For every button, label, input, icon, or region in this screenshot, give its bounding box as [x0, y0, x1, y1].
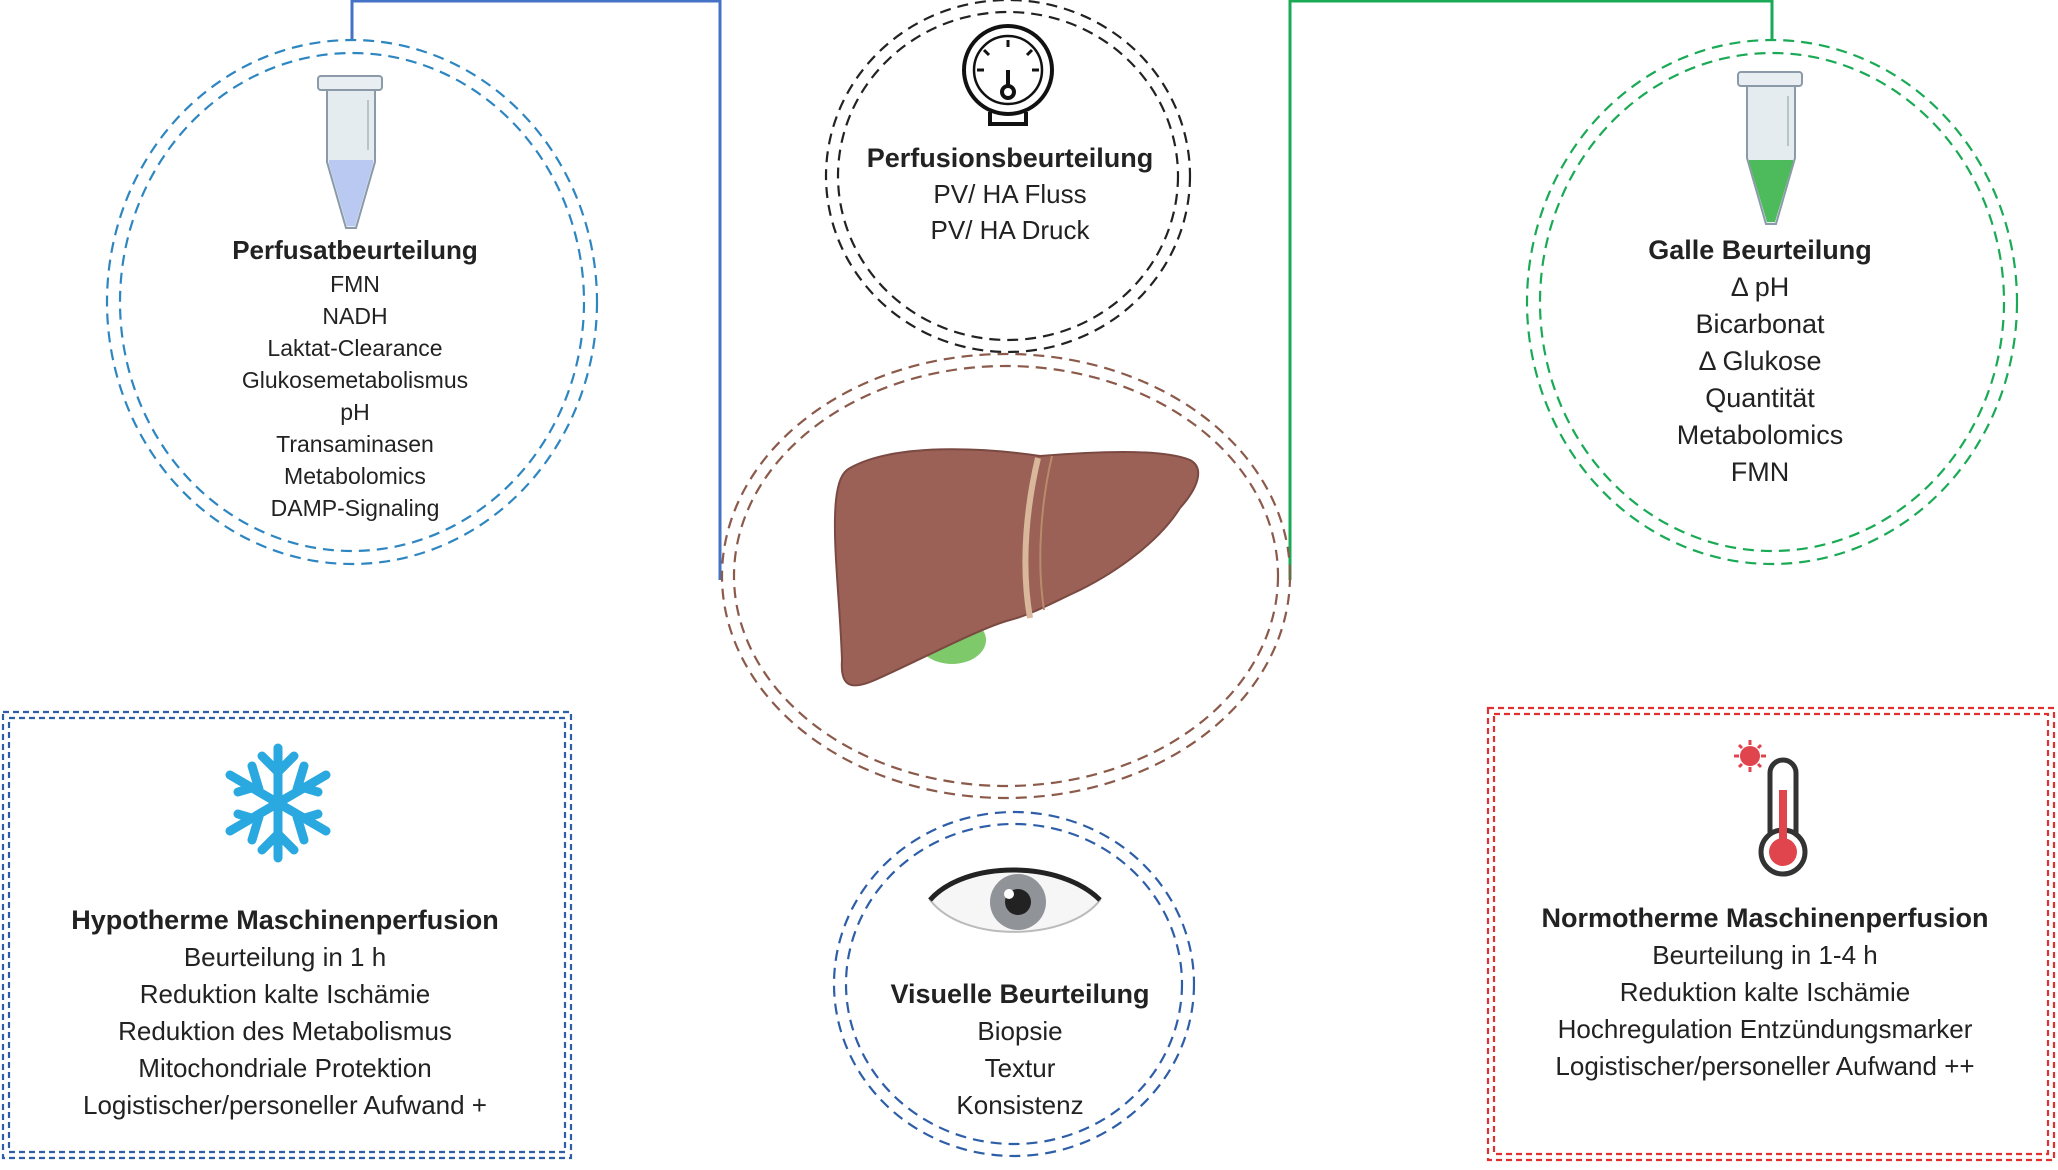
normo-block: Normotherme Maschinenperfusion Beurteilu… [1480, 900, 2050, 1085]
perfusion-item: PV/ HA Druck [930, 215, 1090, 245]
galle-title: Galle Beurteilung [1648, 235, 1872, 265]
galle-item: Metabolomics [1676, 420, 1844, 450]
green-connector-line [1288, 0, 1774, 580]
normo-title: Normotherme Maschinenperfusion [1541, 903, 1989, 933]
hypo-item: Mitochondriale Protektion [138, 1053, 432, 1083]
hypo-item: Logistischer/personeller Aufwand + [83, 1090, 487, 1120]
perfusat-item: Transaminasen [276, 431, 434, 457]
visual-item: Konsistenz [956, 1090, 1084, 1120]
perfusat-title: Perfusatbeurteilung [232, 235, 478, 265]
galle-item: FMN [1730, 457, 1790, 487]
perfusat-block: Perfusatbeurteilung FMN NADH Laktat-Clea… [170, 232, 540, 524]
liver-icon [833, 448, 1200, 687]
perfusion-block: Perfusionsbeurteilung PV/ HA Fluss PV/ H… [820, 140, 1200, 248]
galle-item: Quantität [1705, 383, 1815, 413]
hypo-item: Reduktion kalte Ischämie [139, 979, 431, 1009]
visual-item: Biopsie [977, 1016, 1063, 1046]
hypo-title: Hypotherme Maschinenperfusion [71, 905, 499, 935]
hypo-box [1, 710, 573, 1160]
perfusat-item: Metabolomics [284, 463, 426, 489]
perfusion-item: PV/ HA Fluss [933, 179, 1087, 209]
tube-blue-icon [317, 75, 383, 229]
perfusat-item: Laktat-Clearance [267, 335, 443, 361]
normo-item: Reduktion kalte Ischämie [1619, 977, 1911, 1007]
tube-green-icon [1737, 71, 1803, 225]
visual-title: Visuelle Beurteilung [890, 979, 1150, 1009]
perfusat-circle [105, 38, 599, 566]
galle-item: Δ Glukose [1698, 346, 1822, 376]
galle-circle [1525, 38, 2019, 566]
visual-block: Visuelle Beurteilung Biopsie Textur Kons… [840, 976, 1200, 1124]
perfusat-item: Glukosemetabolismus [241, 367, 469, 393]
blue-connector-line [350, 0, 722, 580]
perfusat-item: pH [340, 399, 370, 425]
eye-icon [928, 867, 1102, 933]
pressure-gauge-icon [962, 24, 1054, 126]
liver-circle [720, 352, 1292, 800]
normo-item: Logistischer/personeller Aufwand ++ [1555, 1051, 1975, 1081]
perfusat-item: NADH [322, 303, 388, 329]
galle-item: Δ pH [1730, 272, 1790, 302]
galle-item: Bicarbonat [1695, 309, 1825, 339]
thermometer-icon [1734, 740, 1808, 877]
normo-box [1486, 706, 2056, 1162]
normo-item: Hochregulation Entzündungsmarker [1557, 1014, 1973, 1044]
galle-block: Galle Beurteilung Δ pH Bicarbonat Δ Gluk… [1560, 232, 1960, 491]
visual-item: Textur [984, 1053, 1056, 1083]
hypo-item: Reduktion des Metabolismus [118, 1016, 452, 1046]
perfusion-circle [824, 0, 1192, 354]
hypo-block: Hypotherme Maschinenperfusion Beurteilun… [20, 902, 550, 1124]
perfusat-item: FMN [330, 271, 380, 297]
snowflake-icon [225, 743, 331, 863]
perfusion-title: Perfusionsbeurteilung [866, 143, 1154, 173]
normo-item: Beurteilung in 1-4 h [1652, 940, 1878, 970]
perfusat-item: DAMP-Signaling [270, 495, 440, 521]
visual-circle [832, 810, 1196, 1158]
hypo-item: Beurteilung in 1 h [183, 942, 387, 972]
